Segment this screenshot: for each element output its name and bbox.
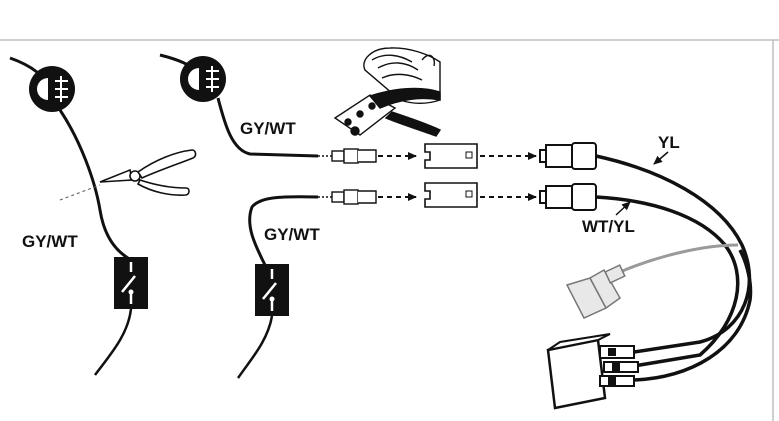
grey-plug-icon bbox=[565, 264, 626, 319]
label-wt-yl: WT/YL bbox=[582, 217, 635, 236]
upper-housing-icon bbox=[424, 143, 478, 169]
wt-yl-pointer-arrow bbox=[615, 201, 631, 216]
label-yl: YL bbox=[658, 133, 680, 152]
middle-fog-lamp-icon bbox=[180, 56, 226, 102]
left-gy-wt-wire bbox=[58, 109, 129, 260]
label-gy-wt-middle: GY/WT bbox=[264, 225, 320, 244]
crimping-tool-icon bbox=[333, 47, 442, 137]
middle-ground-wire bbox=[236, 315, 274, 379]
left-fog-lamp-icon bbox=[29, 66, 75, 112]
middle-switch-icon bbox=[255, 264, 289, 316]
lower-connector-chain bbox=[318, 182, 597, 211]
left-ground-wire bbox=[94, 308, 133, 376]
yl-pointer-arrow bbox=[653, 151, 669, 165]
lower-gy-wt-wire bbox=[248, 195, 319, 266]
lower-mating-plug-icon bbox=[539, 183, 597, 211]
label-gy-wt-left: GY/WT bbox=[22, 232, 78, 251]
lower-terminal-icon bbox=[331, 189, 377, 205]
lower-housing-icon bbox=[424, 182, 478, 208]
cut-line bbox=[59, 184, 101, 201]
relay-icon bbox=[546, 333, 639, 410]
grey-wire bbox=[619, 243, 739, 274]
left-switch-icon bbox=[114, 257, 148, 309]
upper-gy-wt-wire bbox=[216, 97, 319, 158]
upper-terminal-icon bbox=[331, 148, 377, 164]
upper-connector-chain bbox=[318, 142, 597, 170]
relay-feed-wire bbox=[633, 249, 753, 382]
upper-mating-plug-icon bbox=[539, 142, 597, 170]
yl-wire bbox=[595, 154, 752, 354]
wire-cutter-icon bbox=[99, 149, 197, 196]
label-gy-wt-top: GY/WT bbox=[240, 119, 296, 138]
